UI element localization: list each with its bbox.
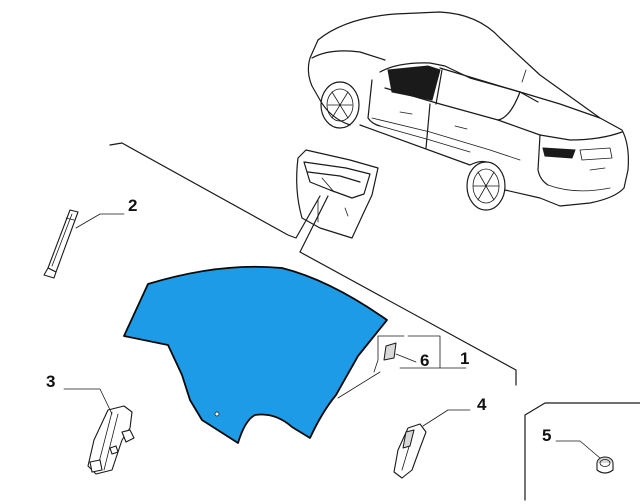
callout-1: 1 — [460, 349, 469, 368]
callout-3: 3 — [46, 372, 55, 391]
rear-door-icon — [296, 149, 379, 239]
reference-lines — [109, 142, 640, 501]
callout-leaders — [63, 213, 601, 459]
callout-5: 5 — [542, 426, 551, 445]
callout-6: 6 — [420, 351, 429, 370]
sedan-car-icon — [307, 11, 629, 211]
small-clip-icon — [383, 342, 397, 361]
door-glass-icon — [123, 265, 388, 444]
channel-guide-icon — [393, 423, 427, 479]
grommet-plug-icon — [596, 456, 614, 474]
callout-2: 2 — [128, 196, 137, 215]
seal-strip-icon — [43, 209, 79, 279]
regulator-guide-icon — [87, 405, 135, 475]
callout-4: 4 — [477, 395, 487, 414]
